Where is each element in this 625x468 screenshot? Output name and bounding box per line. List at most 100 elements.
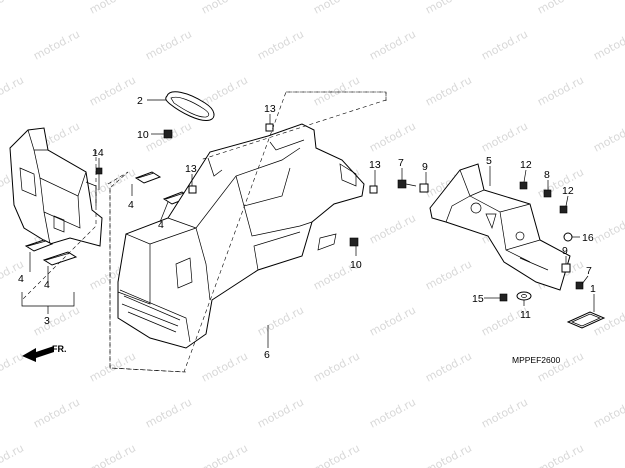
part-bolt-10-top[interactable] [163,129,173,139]
callout-4-c: 4 [18,273,24,285]
watermark-text: motod.ru [367,303,418,338]
part-reflector[interactable] [566,311,606,329]
part-bolt-8[interactable] [543,189,552,198]
part-battery-bracket[interactable] [9,127,103,247]
callout-6: 6 [264,349,270,361]
watermark-text: motod.ru [87,0,138,17]
direction-label: FR. [52,344,67,354]
leader-lines [21,99,595,348]
watermark-text: motod.ru [199,73,250,108]
watermark-text: motod.ru [0,73,26,108]
callout-13-right: 13 [369,159,381,171]
watermark-text: motod.ru [0,441,26,468]
watermark-text: motod.ru [31,303,82,338]
watermark-text: motod.ru [423,349,474,384]
callout-4-a: 4 [128,199,134,211]
watermark-text: motod.ru [367,27,418,62]
watermark-text: motod.ru [591,395,625,430]
watermark-text: motod.ru [31,27,82,62]
callout-9-top: 9 [422,161,428,173]
callout-5: 5 [486,155,492,167]
callout-3: 3 [44,315,50,327]
watermark-text: motod.ru [255,395,306,430]
watermark-text: motod.ru [143,395,194,430]
part-cushion-pad-a[interactable] [24,239,54,252]
watermark-text: motod.ru [87,349,138,384]
part-nut-12-side[interactable] [559,205,568,214]
watermark-text: motod.ru [199,0,250,17]
callout-1: 1 [590,283,596,295]
part-bolt-10-side[interactable] [349,237,359,247]
watermark-text: motod.ru [479,395,530,430]
watermark-text: motod.ru [87,441,138,468]
watermark-text: motod.ru [535,165,586,200]
part-washer-11[interactable] [516,291,532,301]
part-rubber-band[interactable] [165,91,215,121]
watermark-text: motod.ru [255,303,306,338]
part-collar-9-low[interactable] [561,263,571,273]
callout-labels: 2 10 13 13 13 14 10 4 4 4 4 3 6 7 9 5 12… [18,95,596,361]
callout-14: 14 [92,147,104,159]
watermark-text: motod.ru [423,257,474,292]
watermark-text: motod.ru [0,0,26,17]
watermark-text: motod.ru [591,211,625,246]
watermark-text: motod.ru [423,0,474,17]
callout-13-mid: 13 [185,163,197,175]
callout-9-low: 9 [562,245,568,257]
part-bolt-7-low[interactable] [575,281,584,290]
watermark-text: motod.ru [0,349,26,384]
callout-4-d: 4 [44,279,50,291]
callout-10-side: 10 [350,259,362,271]
watermark-text: motod.ru [311,73,362,108]
watermark-text: motod.ru [255,27,306,62]
watermark-text: motod.ru [143,27,194,62]
watermark-text: motod.ru [311,0,362,17]
part-nut-13-c[interactable] [369,185,378,194]
figure-code: MPPEF2600 [512,355,560,365]
part-collar-9-top[interactable] [419,183,429,193]
callout-12-top: 12 [520,159,532,171]
watermark-text: motod.ru [87,165,138,200]
part-nut-13-a[interactable] [265,123,274,132]
callout-7-low: 7 [586,265,592,277]
watermark-text: motod.ru [199,441,250,468]
watermark-text: motod.ru [311,441,362,468]
watermark-text: motod.ru [199,349,250,384]
watermark-text: motod.ru [367,119,418,154]
arrow-left-icon [22,346,54,362]
watermark-text: motod.ru [367,395,418,430]
watermark-text: motod.ru [591,119,625,154]
callout-11: 11 [520,309,531,321]
callout-4-b: 4 [158,219,164,231]
callout-7-top: 7 [398,157,404,169]
part-nut-12-top[interactable] [519,181,528,190]
part-rear-fender[interactable] [117,123,365,349]
callout-12-side: 12 [562,185,574,197]
watermark-text: motod.ru [535,0,586,17]
watermark-text: motod.ru [31,395,82,430]
callout-8: 8 [544,169,550,181]
watermark-text: motod.ru [479,119,530,154]
callout-16: 16 [582,232,594,244]
front-direction-arrow: FR. [22,344,67,362]
part-bolt-7-top[interactable] [397,179,417,189]
part-cushion-pad-b[interactable] [42,251,78,266]
watermark-text: motod.ru [423,73,474,108]
callout-2: 2 [137,95,143,107]
watermark-text: motod.ru [479,27,530,62]
callout-10-top: 10 [137,129,149,141]
part-nut-15[interactable] [499,293,508,302]
part-grommet-16[interactable] [563,232,573,242]
watermark-text: motod.ru [87,73,138,108]
part-license-bracket[interactable] [429,163,571,291]
watermark-text: motod.ru [535,73,586,108]
watermark-text: motod.ru [423,441,474,468]
part-nut-13-b[interactable] [188,185,197,194]
callout-13-top: 13 [264,103,276,115]
watermark-text: motod.ru [535,441,586,468]
watermark-text: motod.ru [311,349,362,384]
callout-15: 15 [472,293,484,305]
part-cushion-pad-c[interactable] [134,171,162,184]
